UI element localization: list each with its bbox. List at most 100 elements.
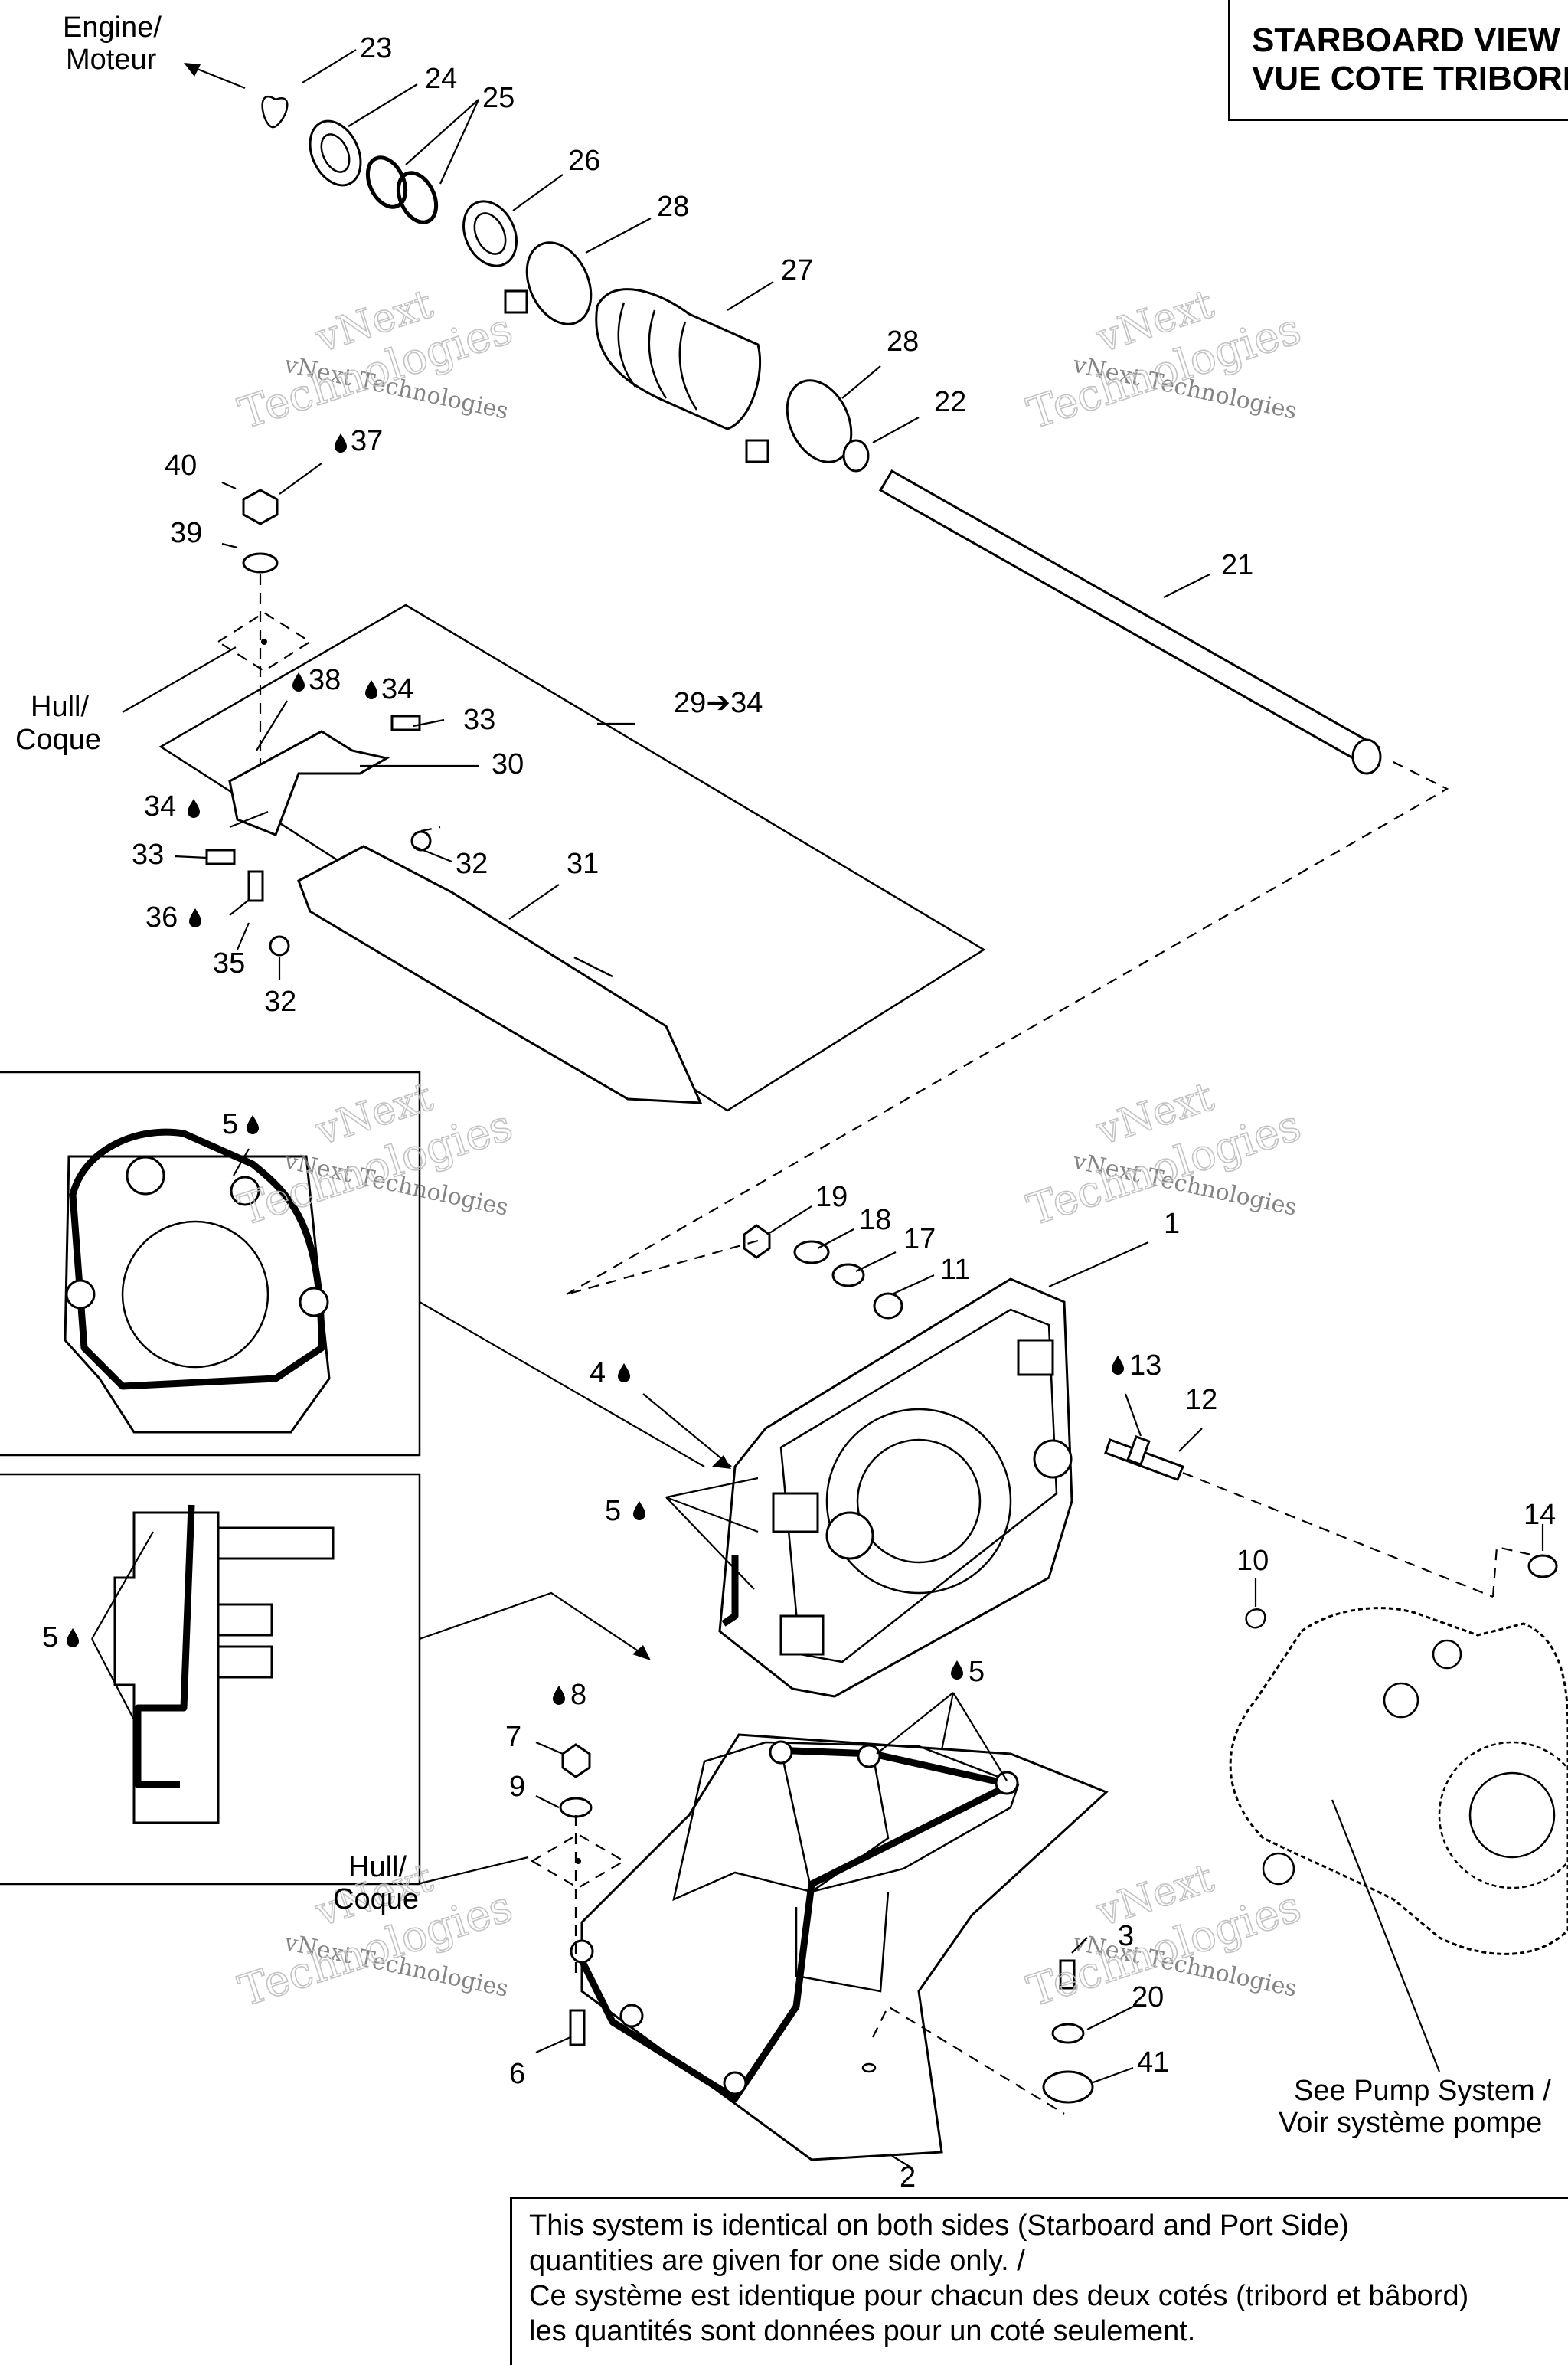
callout-labels: Engine/ Moteur Hull/ Coque Hull/ Coque S… [15, 11, 1556, 2193]
label-22: 22 [934, 386, 966, 418]
nut-7 [561, 1743, 591, 1778]
label-37: 37 [351, 425, 383, 457]
clip-10 [1245, 1608, 1266, 1629]
nut-32b [269, 935, 290, 957]
note-line-1: This system is identical on both sides (… [529, 2210, 1349, 2242]
detail-inset-bottom [0, 1473, 651, 1886]
callout-pump-en: See Pump System / [1294, 2075, 1551, 2107]
stud-assembly [1104, 1434, 1558, 1629]
screw-6 [569, 2009, 586, 2046]
label-1: 1 [1164, 1208, 1180, 1240]
boot-27 [595, 288, 762, 430]
label-14: 14 [1524, 1499, 1556, 1531]
label-34a: 34 [381, 673, 413, 705]
view-title-fr: VUE COTE TRIBORD [1252, 60, 1568, 97]
detail-inset-top [0, 1071, 705, 1467]
o-ring-25a [365, 155, 408, 209]
stud-12 [1104, 1438, 1184, 1481]
clamp-screw-28a [504, 289, 528, 314]
label-5c: 5 [42, 1621, 58, 1654]
gasket-5 [578, 1746, 1014, 2102]
note-line-2: quantities are given for one side only. … [529, 2245, 1025, 2277]
o-ring-25b [396, 171, 439, 224]
seal-carrier-24 [309, 119, 362, 187]
callout-range-29-34: 29➔34 [674, 687, 763, 719]
view-title-box: STARBOARD VIEW VUE COTE TRIBORD [1228, 0, 1568, 121]
label-9: 9 [509, 1771, 525, 1803]
washer-9 [559, 1797, 593, 1818]
clamp-28b [786, 379, 853, 463]
bracket-30 [228, 730, 390, 836]
label-24: 24 [425, 63, 457, 95]
label-26: 26 [568, 145, 600, 177]
clamp-screw-28b [745, 439, 769, 463]
drive-shaft-21 [878, 469, 1380, 768]
label-7: 7 [505, 1721, 521, 1753]
label-28a: 28 [657, 191, 689, 223]
label-39: 39 [170, 517, 202, 549]
label-8: 8 [570, 1679, 586, 1711]
label-36: 36 [145, 901, 178, 934]
callout-hull-en: Hull/ [31, 691, 89, 723]
note-line-4: les quantités sont données pour un coté … [529, 2315, 1196, 2347]
washer-17 [831, 1263, 865, 1287]
bushing-26 [462, 200, 518, 267]
runner-31 [297, 845, 703, 1104]
note-line-3: Ce système est identique pour chacun des… [529, 2280, 1469, 2312]
view-title-en: STARBOARD VIEW [1252, 21, 1560, 59]
label-38: 38 [309, 664, 341, 696]
label-25: 25 [482, 82, 514, 114]
support-assembly [158, 489, 986, 1112]
callout-engine-en: Engine/ [63, 11, 162, 44]
callout-pump-fr: Voir système pompe [1279, 2107, 1542, 2139]
label-40: 40 [165, 450, 197, 482]
mount-41 [1042, 2070, 1094, 2104]
label-11: 11 [940, 1254, 970, 1286]
screw-3 [1059, 1959, 1076, 1990]
label-4: 4 [590, 1357, 606, 1389]
label-12: 12 [1185, 1384, 1217, 1416]
label-33a: 33 [463, 704, 495, 736]
label-41: 41 [1137, 2046, 1169, 2079]
label-20: 20 [1132, 1981, 1164, 2013]
nut-40 [242, 489, 279, 525]
label-32a: 32 [456, 848, 488, 880]
clamp-28a [525, 241, 593, 325]
label-33b: 33 [132, 839, 164, 871]
label-5b: 5 [605, 1495, 621, 1527]
drive-shaft-assembly [184, 63, 1449, 1295]
hull-anchor-bottom [530, 1743, 1094, 2104]
label-23: 23 [360, 32, 392, 64]
callout-hull-b-en: Hull/ [348, 1851, 407, 1883]
adaptor-housing-1 [566, 1224, 1073, 1698]
label-17: 17 [903, 1223, 936, 1255]
circlip-23 [261, 96, 289, 129]
label-10: 10 [1236, 1545, 1269, 1577]
label-28b: 28 [887, 325, 919, 358]
label-2: 2 [900, 2161, 916, 2193]
leader-lines [91, 49, 1544, 2168]
label-30: 30 [492, 748, 524, 780]
label-32b: 32 [264, 986, 296, 1018]
washer-14 [1527, 1554, 1558, 1578]
label-3: 3 [1118, 1920, 1134, 1952]
label-13: 13 [1129, 1349, 1161, 1382]
callout-hull-fr: Coque [15, 724, 101, 756]
label-19: 19 [815, 1181, 848, 1213]
label-6: 6 [509, 2058, 525, 2090]
pump-housing [1229, 1607, 1568, 2072]
callout-hull-b-fr: Coque [333, 1883, 419, 1915]
lock-washer-11 [873, 1292, 903, 1320]
note-box: This system is identical on both sides (… [510, 2197, 1568, 2365]
ride-plate-2 [570, 1733, 1109, 2161]
callout-engine-fr: Moteur [66, 44, 157, 76]
label-31: 31 [567, 848, 599, 880]
label-21: 21 [1221, 549, 1253, 581]
label-18: 18 [859, 1204, 891, 1236]
washer-39 [242, 552, 279, 574]
screw-35 [247, 870, 264, 902]
screw-33b [390, 715, 421, 731]
bushing-22 [842, 439, 870, 473]
screw-33a [205, 849, 236, 865]
